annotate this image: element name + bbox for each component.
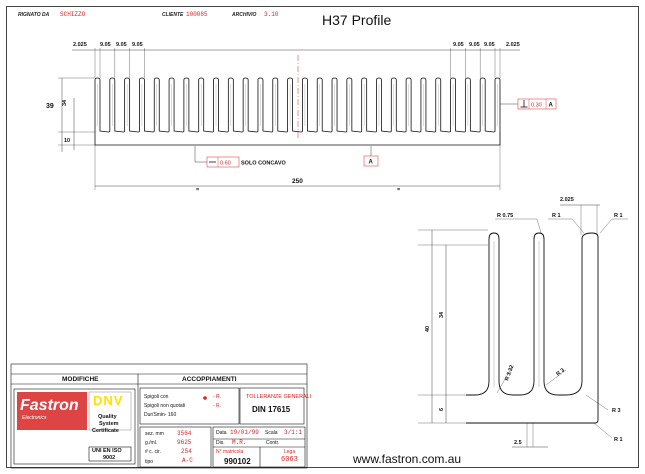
dim-left-3: 9.05 [132, 42, 143, 48]
matricola-label: N° matricola [216, 449, 244, 455]
top-dim-ticks [94, 48, 501, 78]
sez-label: sez. mm [145, 431, 164, 437]
gml-value: 9625 [177, 439, 192, 446]
data-value: 19/01/99 [230, 429, 259, 436]
uni-en-iso-label: UNI EN ISO [92, 448, 122, 454]
lega-value: 6063 [281, 456, 298, 464]
equal-right: = [397, 187, 400, 193]
iso-box [88, 446, 132, 462]
dur-label: Dur/Smin- 160 [144, 412, 177, 418]
detail-r1-a: R 1 [552, 213, 561, 219]
spigoli-con-value: - R. [213, 394, 222, 400]
dis-label: Dis. [216, 440, 225, 446]
flatness-frame [206, 156, 240, 168]
base-10-label: 10 [64, 138, 70, 144]
width-250-label: 250 [292, 178, 303, 185]
quality-label: Quality [98, 414, 117, 420]
drawing-title: H37 Profile [322, 12, 392, 28]
contr-label: Contr. [266, 440, 280, 446]
dis-value: M.R. [232, 439, 247, 446]
modifiche-header: MODIFICHE [62, 376, 99, 383]
website-url: www.fastron.com.au [353, 452, 462, 466]
dim-left-0: 2.025 [73, 42, 87, 48]
circ-value: 254 [181, 448, 192, 455]
perp-datum: A [549, 103, 554, 109]
flatness-note: SOLO CONCAVO [241, 161, 287, 167]
din-label: DIN 17615 [252, 405, 291, 414]
main-profile-view: 2.025 9.05 9.05 9.05 9.05 9.05 9.05 2.02… [46, 42, 557, 193]
perp-value: 0.30 [531, 103, 542, 109]
sez-value: 3564 [177, 430, 192, 437]
cliente-label: CLIENTE [162, 12, 184, 18]
certificate-label: Certificate [92, 428, 119, 434]
flatness-value: 0.60 [220, 161, 231, 167]
fastron-sub: Electronics [22, 415, 47, 421]
spigoli-non-value: - R. [213, 403, 222, 409]
detail-fin-hatches [493, 241, 540, 387]
tipo-value: A-C [182, 457, 193, 464]
detail-r332: R 3.32 [504, 364, 515, 381]
equal-left: = [196, 187, 199, 193]
fastron-logo-bg [17, 392, 87, 430]
main-fin-hatches [97, 84, 498, 126]
title-block-lines [10, 363, 308, 469]
circ-label: # c. cir. [145, 449, 161, 455]
data-label: Data [216, 430, 227, 436]
detail-height-34: 34 [439, 311, 445, 318]
iso-number: 9002 [103, 455, 116, 461]
main-profile-outline [94, 77, 501, 146]
spigoli-bullet [203, 396, 207, 400]
archivio-value: 3.10 [264, 11, 279, 18]
detail-base-6: 6 [439, 408, 445, 411]
datum-frame [363, 155, 379, 167]
dim-right-0: 9.05 [453, 42, 464, 48]
detail-bottom-dim: 2.5 [514, 440, 522, 446]
lega-label: Lega [284, 449, 296, 455]
accoppiamenti-header: ACCOPPIAMENTI [182, 376, 237, 383]
tolleranze-label: TOLLERANZE GENERALI [246, 394, 312, 400]
height-39-label: 39 [46, 103, 54, 110]
scala-label: Scala [265, 430, 278, 436]
dim-right-1: 9.05 [469, 42, 480, 48]
detail-profile-outline [466, 232, 599, 424]
dnv-box [88, 391, 132, 431]
datum-label: A [369, 160, 374, 166]
matricola-value: 990102 [224, 457, 251, 466]
spigoli-non-label: Spigoli non quotati [144, 403, 186, 409]
detail-profile-view: 40 34 6 2.025 R 0.75 R 1 R 1 R 3.32 R 3 … [418, 197, 628, 448]
dim-left-2: 9.05 [116, 42, 127, 48]
dim-right-3: 2.025 [506, 42, 520, 48]
detail-r3-inner: R 3 [555, 367, 565, 377]
detail-r1-b: R 1 [614, 213, 623, 219]
height-34-label: 34 [62, 99, 68, 106]
fastron-logo: Fastron [20, 397, 79, 414]
dnv-logo: DNV [93, 393, 124, 408]
spigoli-con-label: Spigoli con [144, 394, 169, 400]
detail-r1-bottom: R 1 [614, 437, 623, 443]
drawing-border [6, 6, 639, 468]
tipo-label: tipo [145, 459, 154, 465]
archivio-label: ARCHIVIO [232, 12, 257, 18]
detail-top-dim: 2.025 [560, 197, 574, 203]
detail-height-40: 40 [425, 326, 431, 332]
detail-r075: R 0.75 [497, 213, 513, 219]
system-label: System [99, 421, 119, 427]
dim-right-2: 9.05 [484, 42, 495, 48]
rignato-value: SCHIZZO [60, 11, 86, 18]
gml-label: g./ml. [145, 440, 158, 446]
detail-r3-outer: R 3 [612, 408, 621, 414]
dim-left-1: 9.05 [100, 42, 111, 48]
cliente-value: 100085 [186, 11, 208, 18]
perpendicularity-frame [517, 98, 557, 110]
rignato-label: RIGNATO DA [18, 12, 50, 18]
scala-value: 3/1:1 [284, 429, 303, 436]
